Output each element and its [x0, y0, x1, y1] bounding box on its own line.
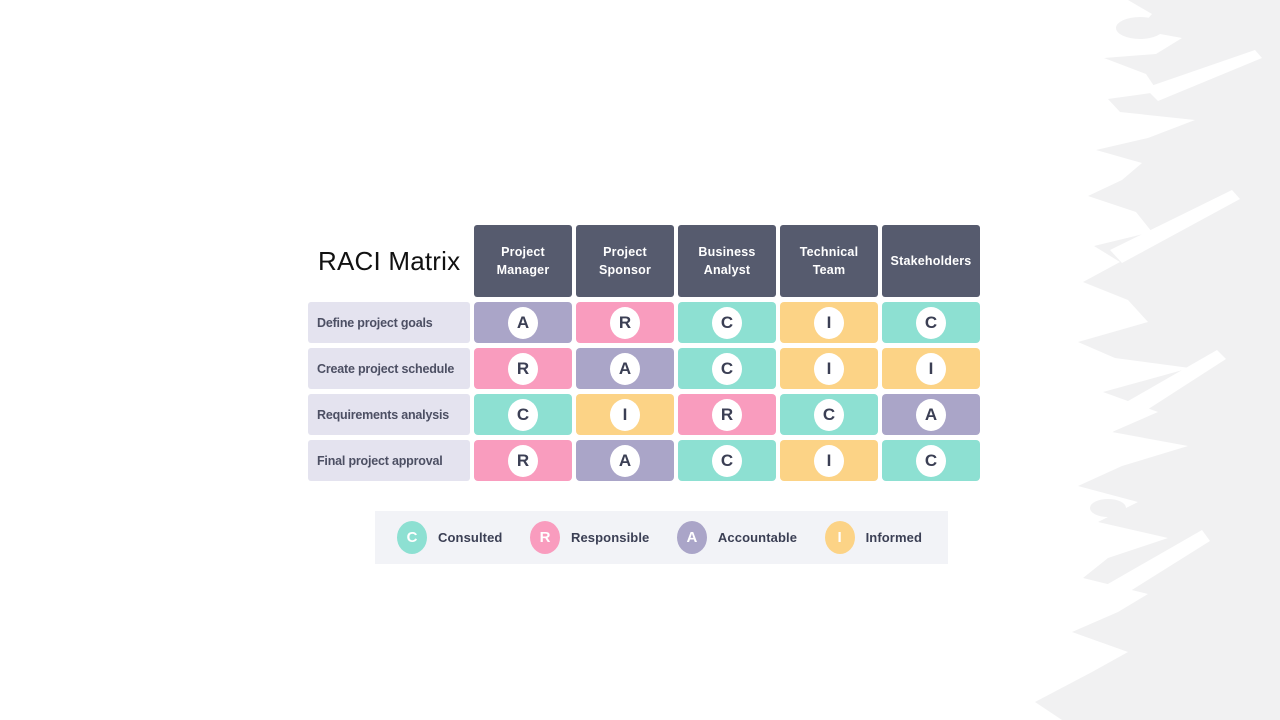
raci-letter-circle: R — [610, 306, 640, 339]
row-label-1: Define project goals — [308, 302, 470, 343]
legend-label: Responsible — [570, 530, 650, 545]
legend-label: Accountable — [717, 530, 798, 545]
brush-blob — [1090, 499, 1126, 517]
raci-letter-circle: R — [508, 352, 538, 385]
raci-cell: A — [474, 302, 572, 343]
raci-cell: A — [882, 394, 980, 435]
raci-letter-circle: C — [712, 306, 742, 339]
raci-letter-circle: A — [916, 398, 946, 431]
row-label-4: Final project approval — [308, 440, 470, 481]
raci-letter-circle: A — [610, 444, 640, 477]
raci-cell: C — [780, 394, 878, 435]
raci-cell: C — [678, 440, 776, 481]
raci-cell: C — [474, 394, 572, 435]
raci-letter-circle: C — [916, 306, 946, 339]
raci-cell: C — [882, 302, 980, 343]
raci-letter-circle: A — [508, 306, 538, 339]
raci-letter-circle: I — [814, 306, 844, 339]
raci-cell: I — [576, 394, 674, 435]
raci-letter-circle: R — [508, 444, 538, 477]
raci-cell: C — [678, 302, 776, 343]
raci-cell: I — [780, 302, 878, 343]
raci-letter-circle: C — [916, 444, 946, 477]
raci-cell: I — [780, 440, 878, 481]
column-header-1: Project Manager — [474, 225, 572, 297]
raci-letter-circle: I — [814, 352, 844, 385]
row-label-3: Requirements analysis — [308, 394, 470, 435]
raci-cell: A — [576, 348, 674, 389]
raci-letter-circle: C — [712, 444, 742, 477]
legend-consulted-circle: C — [397, 521, 427, 554]
brush-blob — [1116, 17, 1164, 39]
raci-letter-circle: I — [610, 398, 640, 431]
raci-cell: R — [474, 440, 572, 481]
page-title: RACI Matrix — [318, 246, 461, 276]
raci-letter-circle: A — [610, 352, 640, 385]
raci-cell: A — [576, 440, 674, 481]
raci-letter-circle: C — [814, 398, 844, 431]
legend-accountable-circle: A — [676, 521, 707, 554]
raci-letter-circle: I — [916, 352, 946, 385]
row-label-2: Create project schedule — [308, 348, 470, 389]
legend-item-accountable: A Accountable — [676, 521, 798, 554]
legend-label: Consulted — [438, 530, 503, 545]
column-header-5: Stakeholders — [882, 225, 980, 297]
raci-cell: C — [678, 348, 776, 389]
raci-cell: R — [474, 348, 572, 389]
raci-cell: C — [882, 440, 980, 481]
raci-letter-circle: C — [712, 352, 742, 385]
column-header-3: Business Analyst — [678, 225, 776, 297]
raci-letter-circle: R — [712, 398, 742, 431]
legend-informed-circle: I — [824, 521, 855, 554]
legend-item-responsible: R Responsible — [529, 521, 650, 554]
legend-responsible-circle: R — [529, 521, 560, 554]
raci-letter-circle: I — [814, 444, 844, 477]
raci-cell: I — [780, 348, 878, 389]
legend: C Consulted R Responsible A Accountable I Infor… — [375, 511, 948, 564]
legend-item-consulted: C Consulted — [397, 521, 502, 554]
raci-cell: I — [882, 348, 980, 389]
raci-cell: R — [576, 302, 674, 343]
raci-letter-circle: C — [508, 398, 538, 431]
column-header-2: Project Sponsor — [576, 225, 674, 297]
raci-cell: R — [678, 394, 776, 435]
column-header-4: Technical Team — [780, 225, 878, 297]
legend-label: Informed — [865, 530, 922, 545]
legend-item-informed: I Informed — [824, 521, 922, 554]
